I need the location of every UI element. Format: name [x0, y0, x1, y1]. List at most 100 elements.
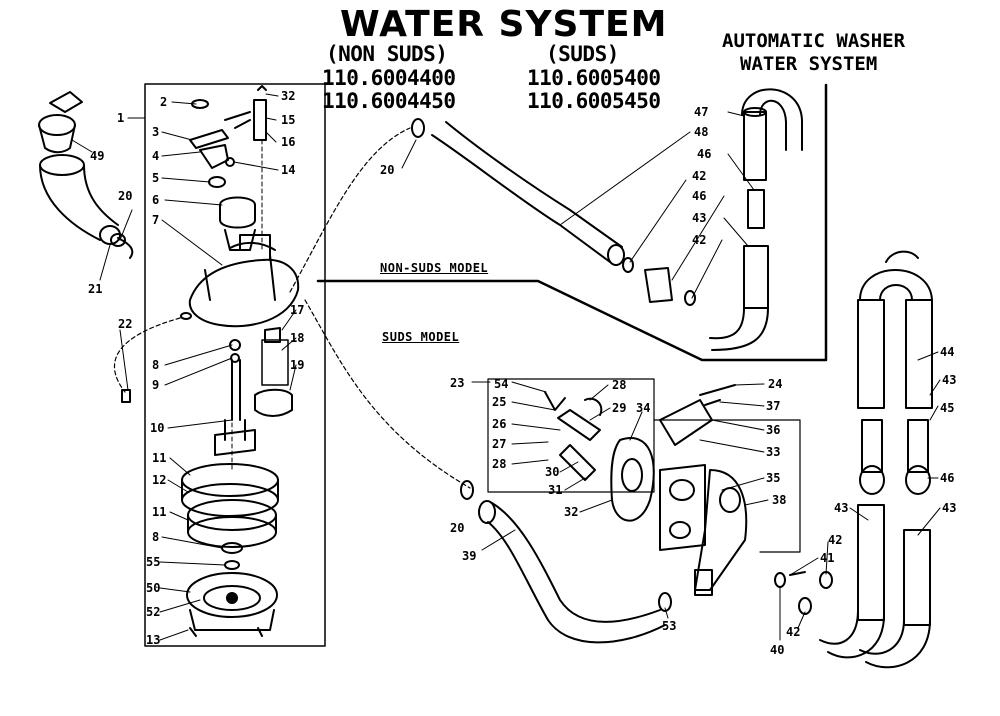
non-suds-frame — [316, 83, 828, 362]
callout: 2 — [160, 95, 167, 109]
callout: 39 — [462, 549, 476, 563]
callout: 46 — [940, 471, 954, 485]
callout: 50 — [146, 581, 160, 595]
callout: 41 — [820, 551, 834, 565]
callout: 48 — [694, 125, 708, 139]
callout: 35 — [766, 471, 780, 485]
callout: 5 — [152, 171, 159, 185]
callout: 49 — [90, 149, 104, 163]
suds-model-label: SUDS MODEL — [382, 330, 460, 344]
callout: 43 — [692, 211, 706, 225]
suds-heading: (SUDS) — [546, 42, 619, 66]
callout: 42 — [828, 533, 842, 547]
callout: 20 — [118, 189, 132, 203]
callout: 53 — [662, 619, 676, 633]
callout: 17 — [290, 303, 304, 317]
hose-48 — [411, 118, 634, 273]
callout: 43 — [834, 501, 848, 515]
callout: 55 — [146, 555, 160, 569]
callout: 22 — [118, 317, 132, 331]
callout: 42 — [692, 233, 706, 247]
pump-top-parts — [189, 85, 267, 188]
callout: 45 — [940, 401, 954, 415]
callout: 52 — [146, 605, 160, 619]
callout: 31 — [548, 483, 562, 497]
suds-subassembly-frame — [487, 378, 655, 493]
page-title: WATER SYSTEM — [340, 4, 668, 45]
pipe-stack-non-suds — [709, 88, 803, 351]
callout: 13 — [146, 633, 160, 647]
clamp-20-mid — [110, 233, 126, 247]
non-suds-heading: (NON SUDS) — [326, 42, 448, 66]
callout: 28 — [612, 378, 626, 392]
callout: 23 — [450, 376, 464, 390]
callout: 26 — [492, 417, 506, 431]
callout: 54 — [494, 377, 508, 391]
subtitle-line: AUTOMATIC WASHER — [722, 30, 906, 52]
hose-route-22 — [114, 317, 181, 393]
callout: 34 — [636, 401, 650, 415]
impeller-housing — [181, 463, 279, 637]
callout: 4 — [152, 149, 159, 163]
pump-lower-parts — [214, 327, 293, 456]
pump-assembly-frame — [144, 83, 326, 647]
callout: 29 — [612, 401, 626, 415]
plate-and-fitting-38 — [659, 464, 748, 596]
hose-39 — [478, 500, 672, 644]
callout: 28 — [492, 457, 506, 471]
callout: 37 — [766, 399, 780, 413]
callout: 33 — [766, 445, 780, 459]
callout: 47 — [694, 105, 708, 119]
callout: 11 — [152, 451, 166, 465]
inlet-hose-21 — [39, 154, 134, 259]
callout: 20 — [450, 521, 464, 535]
callout: 44 — [940, 345, 954, 359]
callout: 42 — [692, 169, 706, 183]
callout: 11 — [152, 505, 166, 519]
inlet-hose-49 — [38, 91, 83, 154]
callout: 10 — [150, 421, 164, 435]
hose-42-46-non-suds — [644, 267, 696, 306]
callout: 8 — [152, 530, 159, 544]
callout: 32 — [281, 89, 295, 103]
callout: 6 — [152, 193, 159, 207]
callout: 14 — [281, 163, 295, 177]
callout: 46 — [692, 189, 706, 203]
callout: 12 — [152, 473, 166, 487]
callout: 15 — [281, 113, 295, 127]
clamps-41-42-40 — [774, 571, 833, 615]
callout: 3 — [152, 125, 159, 139]
callout: 43 — [942, 501, 956, 515]
pipe-stack-suds — [819, 250, 933, 669]
model-number: 110.6005450 — [527, 89, 661, 113]
callout: 25 — [492, 395, 506, 409]
callout: 36 — [766, 423, 780, 437]
callout: 40 — [770, 643, 784, 657]
pump-body — [180, 196, 300, 328]
clamp-20-lower — [460, 480, 474, 500]
subtitle-line: WATER SYSTEM — [740, 53, 878, 75]
callout: 32 — [564, 505, 578, 519]
callout: 46 — [697, 147, 711, 161]
callout: 42 — [786, 625, 800, 639]
callout: 9 — [152, 378, 159, 392]
model-number: 110.6004450 — [322, 89, 456, 113]
callout: 19 — [290, 358, 304, 372]
callout: 20 — [380, 163, 394, 177]
callout: 1 — [117, 111, 124, 125]
callout: 38 — [772, 493, 786, 507]
callout: 43 — [942, 373, 956, 387]
hose-route-lower — [304, 299, 471, 489]
non-suds-model-label: NON-SUDS MODEL — [380, 261, 489, 275]
hose-route-upper — [289, 127, 411, 293]
callout: 21 — [88, 282, 102, 296]
callout: 27 — [492, 437, 506, 451]
model-number: 110.6005400 — [527, 66, 661, 90]
callout: 7 — [152, 213, 159, 227]
callout: 16 — [281, 135, 295, 149]
model-number: 110.6004400 — [322, 66, 456, 90]
callout: 30 — [545, 465, 559, 479]
callout: 24 — [768, 377, 782, 391]
callout: 8 — [152, 358, 159, 372]
